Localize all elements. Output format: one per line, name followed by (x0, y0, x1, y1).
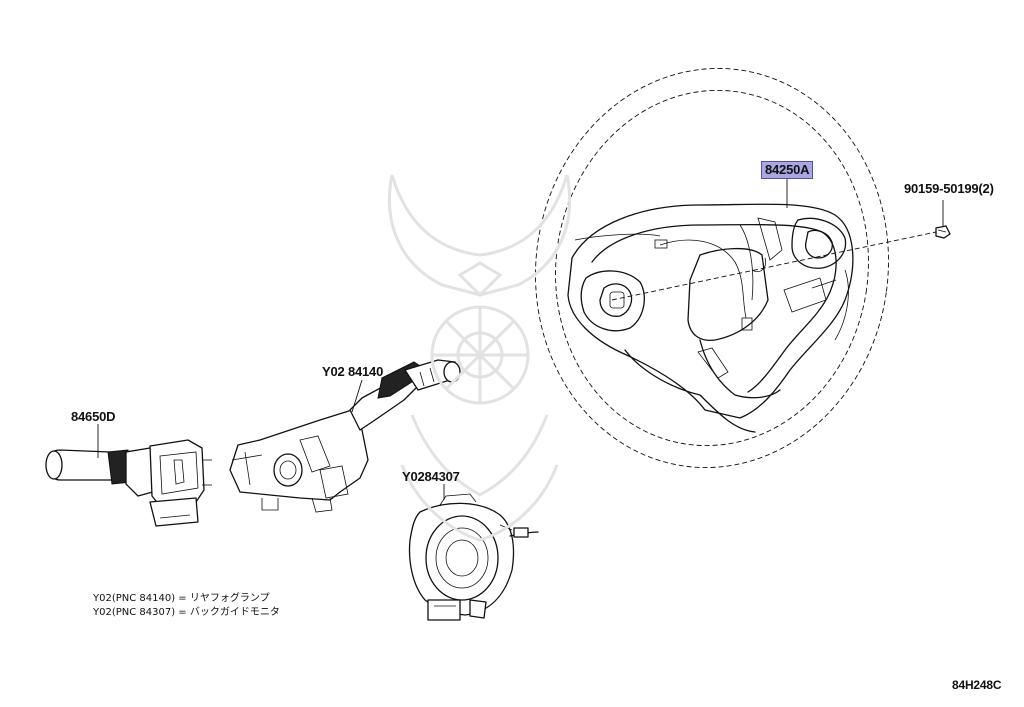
part-label-y0284307[interactable]: Y0284307 (402, 469, 460, 484)
watermark-emblem (387, 174, 572, 542)
note-code: Y02(PNC 84140) (93, 593, 176, 604)
combination-switch-illustration (229, 359, 461, 513)
part-label-y02-84140[interactable]: Y02 84140 (322, 364, 384, 379)
note-line-1: Y02(PNC 84140) = リヤフォグランプ (93, 592, 270, 605)
note-code: Y02(PNC 84307) (93, 607, 176, 618)
part-label-84250a[interactable]: 84250A (761, 161, 814, 179)
bolt-illustration (935, 225, 951, 239)
note-eq: = (175, 593, 190, 604)
steering-wheel-illustration (535, 67, 944, 469)
part-label-bolt[interactable]: 90159-50199(2) (904, 181, 994, 196)
turn-signal-switch-illustration (45, 424, 212, 527)
note-desc: バックガイドモニタ (189, 607, 280, 618)
note-eq: = (175, 607, 190, 618)
note-desc: リヤフォグランプ (189, 593, 270, 604)
note-line-2: Y02(PNC 84307) = バックガイドモニタ (93, 606, 280, 619)
spiral-cable-illustration (408, 484, 539, 621)
part-label-84650d[interactable]: 84650D (71, 409, 116, 424)
diagram-id: 84H248C (952, 678, 1002, 692)
